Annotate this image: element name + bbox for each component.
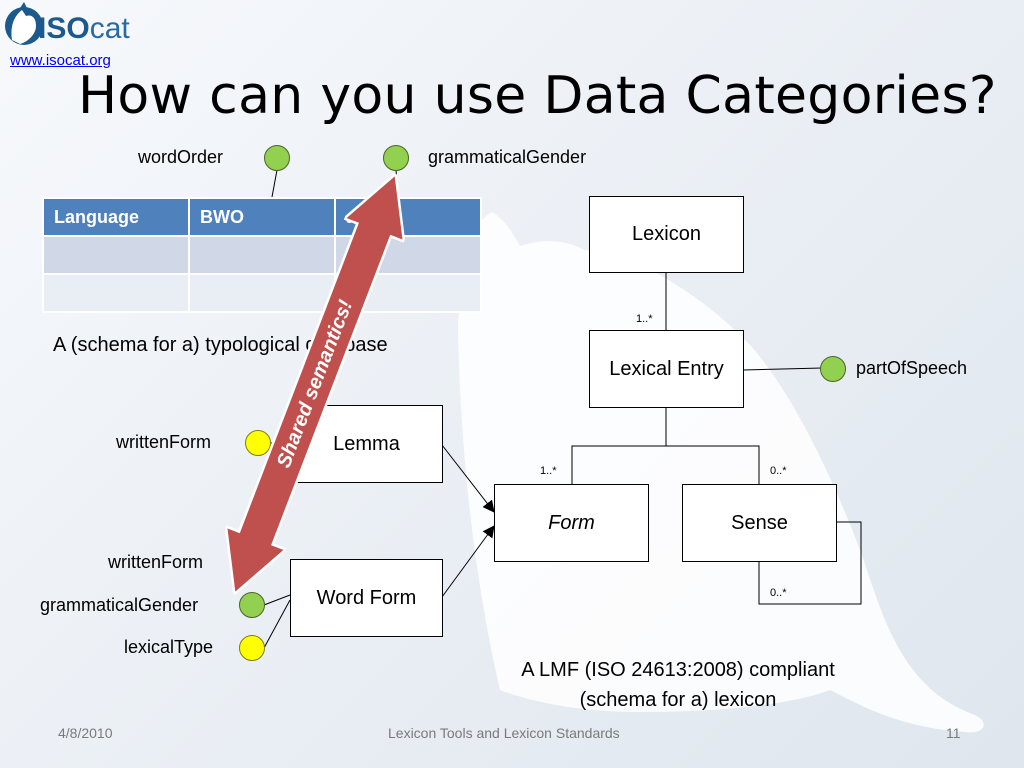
pos-link	[742, 367, 823, 371]
lemma-generalisation	[441, 444, 495, 513]
footer-page-number: 11	[946, 725, 961, 741]
lexicon-box[interactable]: Lexicon	[589, 196, 744, 273]
logo-cat-text: cat	[89, 12, 130, 45]
partofspeech-label: partOfSpeech	[856, 358, 968, 378]
sense-box[interactable]: Sense	[682, 484, 837, 562]
wordorder-label: wordOrder	[138, 147, 224, 167]
wordform-lt-link	[263, 599, 291, 649]
sense-link	[666, 445, 760, 484]
double-arrow-icon	[224, 171, 406, 597]
sense-self-link	[758, 521, 862, 605]
wordform-generalisation	[441, 525, 495, 598]
wordform-grammaticalgender-dc-icon[interactable]	[239, 592, 265, 618]
lexical-entry-box[interactable]: Lexical Entry	[589, 330, 744, 408]
slide-title: How can you use Data Categories?	[78, 66, 997, 126]
wordorder-connector	[271, 169, 278, 198]
mult-sense-self: 0..*	[770, 587, 787, 599]
mult-form: 1..*	[540, 465, 557, 477]
lmf-caption: A LMF (ISO 24613:2008) compliant (schema…	[488, 655, 868, 715]
wordform-gg-link	[263, 594, 291, 606]
wordorder-dc-icon[interactable]	[264, 145, 290, 171]
partofspeech-dc-icon[interactable]	[820, 356, 846, 382]
grammaticalgender-dc-icon[interactable]	[383, 145, 409, 171]
form-box[interactable]: Form	[494, 484, 649, 562]
logo-url-link[interactable]: www.isocat.org	[10, 52, 111, 69]
logo-wordmark: ISOcat	[38, 12, 130, 46]
logo-iso-text: ISO	[38, 12, 90, 45]
form-link	[571, 407, 667, 484]
grammaticalgender-top-label: grammaticalGender	[428, 147, 587, 167]
footer-center: Lexicon Tools and Lexicon Standards	[388, 725, 620, 741]
typology-table: Language BWO affixes	[42, 197, 482, 313]
lemma-writtenform-dc-icon[interactable]	[245, 430, 271, 456]
mult-sense: 0..*	[770, 465, 787, 477]
table-header-language: Language	[42, 197, 190, 237]
table-cell[interactable]	[188, 235, 336, 275]
table-cell[interactable]	[42, 273, 190, 313]
typology-caption: A (schema for a) typological database	[53, 334, 388, 356]
lmf-caption-line1: A LMF (ISO 24613:2008) compliant	[521, 659, 835, 681]
table-header-bwo: BWO	[188, 197, 336, 237]
word-form-box[interactable]: Word Form	[290, 559, 443, 637]
wordform-lexicaltype-label: lexicalType	[124, 637, 214, 657]
table-cell[interactable]	[42, 235, 190, 275]
wordform-grammaticalgender-label: grammaticalGender	[40, 595, 199, 615]
table-row	[42, 235, 482, 275]
wordform-writtenform-label: writtenForm	[108, 552, 204, 572]
lmf-caption-line2: (schema for a) lexicon	[579, 689, 777, 711]
footer-date: 4/8/2010	[58, 725, 113, 741]
isocat-logo-icon	[5, 2, 43, 45]
mult-lexicon-entry: 1..*	[636, 313, 653, 325]
table-row	[42, 273, 482, 313]
wordform-lexicaltype-dc-icon[interactable]	[239, 635, 265, 661]
shared-semantics-arrow: Shared semantics!	[204, 162, 425, 605]
lemma-writtenform-label: writtenForm	[116, 432, 212, 452]
